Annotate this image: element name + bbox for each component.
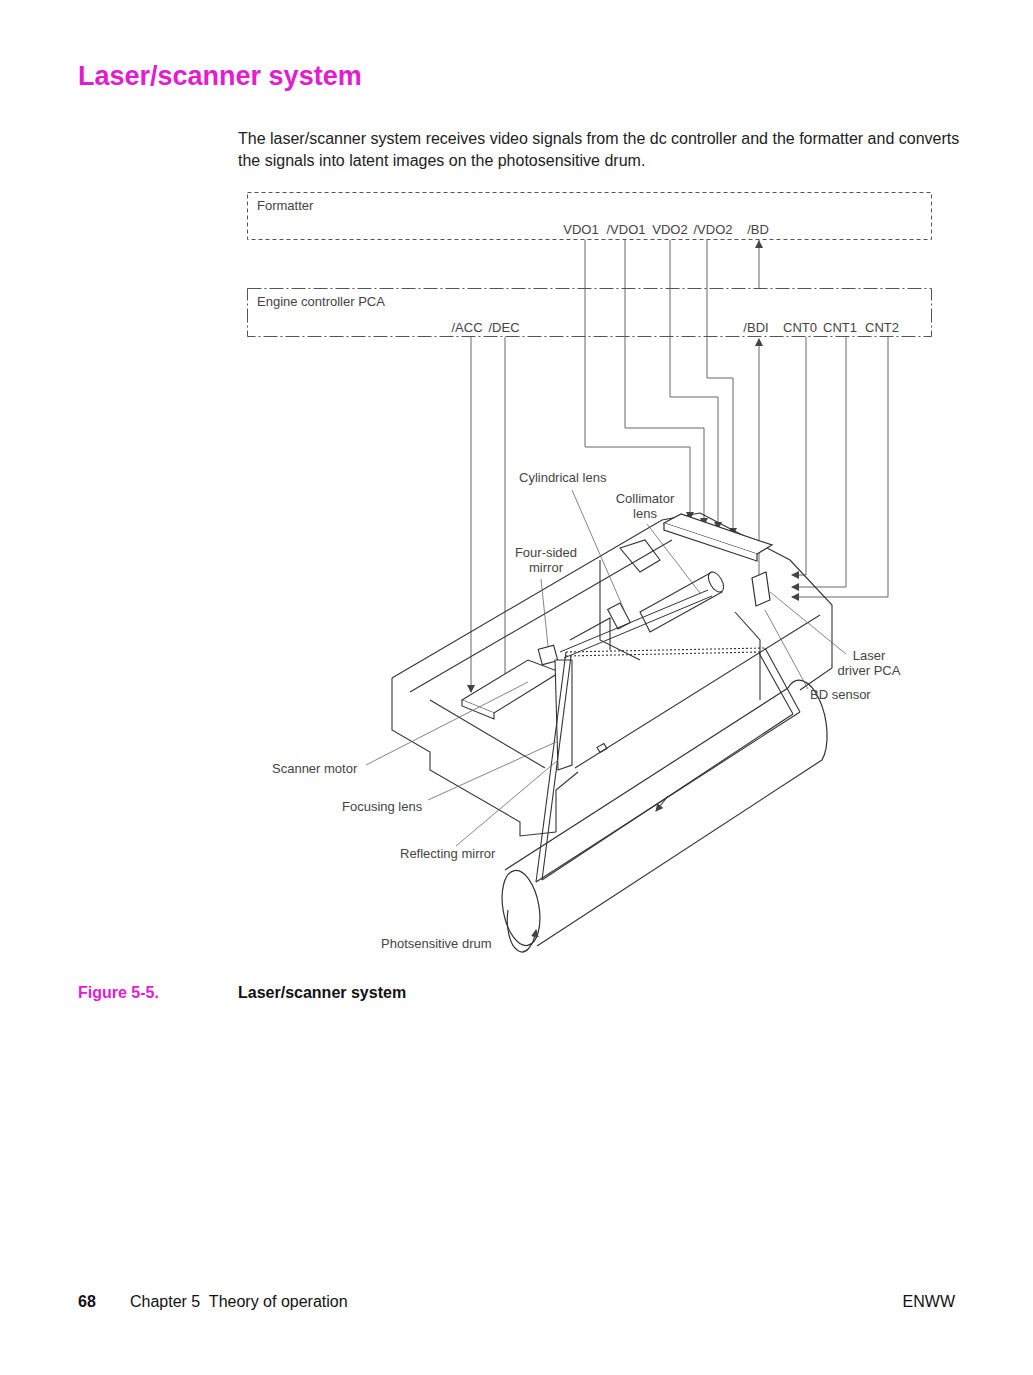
drawing-line <box>471 337 472 692</box>
drawing-line <box>537 760 822 946</box>
signal-name: /VDO2 <box>693 222 732 237</box>
drawing-line <box>556 772 578 832</box>
signal-name: /BD <box>747 222 769 237</box>
drawing-line <box>566 652 760 656</box>
drawing-line <box>564 596 712 658</box>
drawing-line <box>497 867 546 948</box>
arrow-head <box>755 240 763 248</box>
box-heading: Formatter <box>257 198 313 213</box>
signal-name: /BDI <box>743 320 768 335</box>
figure-caption: Laser/scanner system <box>238 983 406 1003</box>
signal-name: VDO2 <box>652 222 687 237</box>
drawing-line <box>770 592 846 654</box>
part-label: Four-sided mirror <box>510 545 582 575</box>
photosensitive-drum <box>497 680 827 952</box>
signal-name: /DEC <box>488 320 519 335</box>
part-label: Collimator lens <box>610 491 680 521</box>
drawing-line <box>560 590 708 652</box>
scanner-housing <box>392 513 832 836</box>
signal-name: CNT2 <box>865 320 899 335</box>
drawing-line <box>536 712 800 882</box>
page-number: 68 <box>78 1292 96 1312</box>
drawing-line <box>572 490 625 612</box>
drawing-line <box>625 240 704 525</box>
signal-name: CNT0 <box>783 320 817 335</box>
drawing-line <box>392 513 700 678</box>
drawing-line <box>597 743 607 752</box>
drawing-line <box>600 560 640 660</box>
drawing-line <box>752 572 770 606</box>
part-label: Scanner motor <box>272 761 357 776</box>
intro-paragraph: The laser/scanner system receives video … <box>238 128 968 172</box>
drawing-line <box>707 240 733 535</box>
drawing-line <box>765 610 808 689</box>
part-label: Cylindrical lens <box>519 470 606 485</box>
signal-wires <box>471 240 888 692</box>
drawing-line <box>507 910 536 952</box>
drawing-line <box>765 648 800 712</box>
scan-beam <box>536 648 800 882</box>
drawing-line <box>542 656 571 880</box>
drawing-line <box>462 660 560 713</box>
part-label: BD sensor <box>810 687 871 702</box>
part-label: Photsensitive drum <box>381 936 492 951</box>
drawing-line <box>664 523 757 561</box>
footer-code: ENWW <box>895 1292 955 1312</box>
drawing-line <box>505 688 788 870</box>
drawing-line <box>792 337 806 575</box>
box-border <box>248 289 932 337</box>
chapter-title: Chapter 5 Theory of operation <box>130 1292 348 1312</box>
drawing-line <box>536 652 566 882</box>
drawing-line <box>541 579 548 646</box>
drawing-line <box>456 760 558 846</box>
part-label: Reflecting mirror <box>400 846 495 861</box>
drawing-line <box>566 648 765 652</box>
drawing-line <box>428 742 556 800</box>
drawing-line <box>462 700 494 719</box>
drawing-line <box>792 337 888 597</box>
laser-beam <box>560 590 712 658</box>
figure-number: Figure 5-5. <box>78 983 159 1003</box>
box-border <box>248 193 932 240</box>
part-label: Laser driver PCA <box>836 648 902 678</box>
box-heading: Engine controller PCA <box>257 294 385 309</box>
signal-name: /VDO1 <box>606 222 645 237</box>
leader-lines <box>366 490 846 846</box>
formatter-box: FormatterVDO1/VDO1 VDO2/VDO2/BD <box>247 192 932 240</box>
drawing-line <box>620 540 660 572</box>
drawing-line <box>735 612 760 700</box>
lens-tube <box>608 569 727 632</box>
drawing-line <box>792 337 846 587</box>
signal-name: VDO1 <box>563 222 598 237</box>
drawing-line <box>647 524 700 593</box>
page-title: Laser/scanner system <box>78 60 362 92</box>
drawing-line <box>542 714 793 880</box>
signal-connector <box>755 240 763 288</box>
signal-name: CNT1 <box>823 320 857 335</box>
drawing-line <box>705 569 726 594</box>
drawing-line <box>608 603 631 629</box>
drawing-line <box>505 337 506 687</box>
drawing-line <box>670 240 718 529</box>
engine-controller-box: Engine controller PCA/ACC/DEC/BDI CNT0 CNT… <box>247 288 932 337</box>
drawing-line <box>759 653 793 714</box>
drawing-line <box>656 796 668 811</box>
part-label: Focusing lens <box>342 799 422 814</box>
drawing-line <box>366 682 528 765</box>
signal-name: /ACC <box>451 320 482 335</box>
